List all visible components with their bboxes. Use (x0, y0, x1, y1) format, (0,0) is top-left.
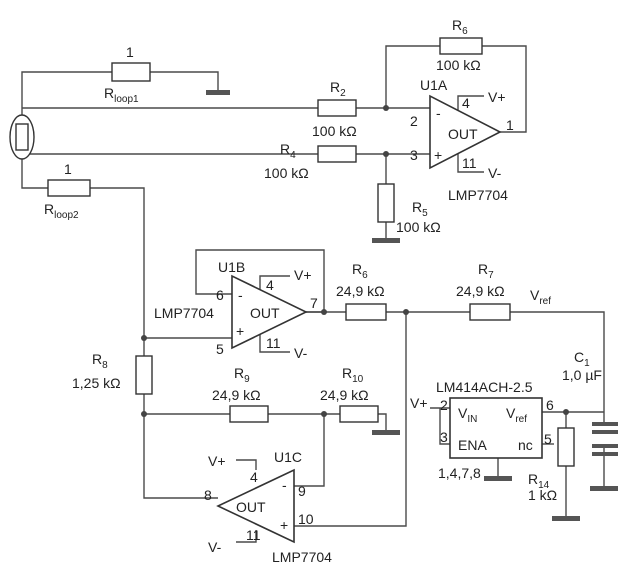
svg-text:R8: R8 (92, 351, 108, 371)
svg-text:6: 6 (216, 287, 224, 303)
svg-text:8: 8 (204, 487, 212, 503)
resistor-r7: R7 24,9 kΩ (456, 261, 511, 321)
svg-text:V+: V+ (294, 267, 312, 283)
svg-text:4: 4 (462, 95, 470, 111)
resistor-r6-feedback: R6 100 kΩ (436, 17, 483, 73)
svg-text:+: + (280, 517, 288, 533)
svg-text:100 kΩ: 100 kΩ (264, 165, 309, 181)
voltage-reference: LM414ACH-2.5 VIN Vref ENA nc 2 3 6 5 1,4… (410, 379, 554, 481)
svg-text:5: 5 (216, 341, 224, 357)
svg-text:R4: R4 (280, 141, 296, 161)
svg-text:-: - (238, 287, 243, 303)
resistor-rloop2: 1 Rloop2 (44, 161, 91, 221)
svg-text:nc: nc (518, 437, 533, 453)
svg-text:100 kΩ: 100 kΩ (396, 219, 441, 235)
svg-text:R6: R6 (352, 261, 368, 281)
svg-text:OUT: OUT (448, 126, 478, 142)
svg-text:24,9 kΩ: 24,9 kΩ (212, 387, 261, 403)
opamp-part: LMP7704 (154, 305, 214, 321)
svg-text:1: 1 (64, 161, 72, 177)
vref-label: Vref (530, 287, 551, 307)
opamp-u1b: U1B - + OUT 6 5 7 4 11 V+ V- LMP7704 (154, 259, 318, 361)
svg-text:R7: R7 (478, 261, 494, 281)
svg-text:VIN: VIN (458, 405, 477, 425)
opamp-label: U1A (420, 77, 448, 93)
svg-text:V-: V- (488, 165, 502, 181)
svg-text:100 kΩ: 100 kΩ (436, 57, 481, 73)
resistor-rloop1: 1 Rloop1 (104, 44, 151, 105)
svg-text:1: 1 (506, 117, 514, 133)
opamp-part: LMP7704 (272, 549, 332, 565)
svg-text:R6: R6 (452, 17, 468, 37)
svg-text:-: - (436, 105, 441, 121)
svg-text:Rloop2: Rloop2 (44, 201, 79, 221)
svg-text:100 kΩ: 100 kΩ (312, 123, 357, 139)
supply-label: V+ (410, 395, 428, 411)
svg-text:R14: R14 (528, 471, 550, 491)
resistor-r10: R10 24,9 kΩ (320, 365, 379, 423)
capacitor-c1: C1 1,0 µF (562, 349, 618, 456)
svg-text:1 kΩ: 1 kΩ (528, 487, 557, 503)
svg-text:1: 1 (126, 44, 134, 60)
svg-text:R9: R9 (234, 365, 250, 385)
resistor-r6-output: R6 24,9 kΩ (336, 261, 387, 321)
svg-text:R2: R2 (330, 79, 346, 99)
opamp-label: U1C (274, 449, 302, 465)
resistor-r14: R14 1 kΩ (528, 427, 575, 503)
resistor-r8: R8 1,25 kΩ (72, 351, 153, 395)
svg-text:24,9 kΩ: 24,9 kΩ (320, 387, 369, 403)
svg-text:V+: V+ (488, 89, 506, 105)
svg-text:11: 11 (246, 527, 261, 543)
svg-text:OUT: OUT (236, 499, 266, 515)
ground-symbols (206, 90, 618, 521)
resistor-r5: R5 100 kΩ (377, 183, 441, 235)
svg-text:5: 5 (544, 431, 552, 447)
resistor-r2: R2 100 kΩ (312, 79, 357, 139)
svg-text:C1: C1 (574, 349, 590, 369)
svg-text:R10: R10 (342, 365, 364, 385)
opamp-u1c: U1C - + OUT 9 10 8 4 11 V+ V- LMP7704 (204, 449, 332, 565)
opamp-u1a: U1A - + OUT 2 3 1 4 11 V+ V- LMP7704 (410, 77, 514, 203)
svg-text:4: 4 (250, 469, 258, 485)
svg-text:V+: V+ (208, 453, 226, 469)
svg-text:11: 11 (462, 155, 477, 171)
svg-text:+: + (236, 323, 244, 339)
svg-text:24,9 kΩ: 24,9 kΩ (336, 283, 385, 299)
opamp-part: LMP7704 (448, 187, 508, 203)
wires (21, 45, 605, 543)
svg-text:Vref: Vref (506, 405, 527, 425)
svg-text:1,4,7,8: 1,4,7,8 (438, 465, 481, 481)
svg-text:3: 3 (410, 147, 418, 163)
svg-text:1,25 kΩ: 1,25 kΩ (72, 375, 121, 391)
junctions (141, 105, 569, 417)
svg-text:11: 11 (266, 335, 281, 351)
resistor-r4: R4 100 kΩ (264, 141, 357, 181)
svg-text:1,0 µF: 1,0 µF (562, 367, 602, 383)
svg-text:6: 6 (546, 397, 554, 413)
resistor-r9: R9 24,9 kΩ (212, 365, 269, 423)
svg-text:10: 10 (298, 511, 314, 527)
svg-text:V-: V- (208, 539, 222, 555)
svg-text:2: 2 (440, 397, 448, 413)
svg-text:2: 2 (410, 113, 418, 129)
svg-text:ENA: ENA (458, 437, 487, 453)
svg-text:7: 7 (310, 295, 318, 311)
svg-text:-: - (282, 477, 287, 493)
svg-text:3: 3 (440, 429, 448, 445)
svg-text:9: 9 (298, 483, 306, 499)
svg-text:R5: R5 (412, 199, 428, 219)
svg-text:+: + (434, 147, 442, 163)
reference-part: LM414ACH-2.5 (436, 379, 533, 395)
opamp-label: U1B (218, 259, 245, 275)
svg-text:24,9 kΩ: 24,9 kΩ (456, 283, 505, 299)
svg-text:OUT: OUT (250, 305, 280, 321)
sensor-element (9, 114, 35, 160)
svg-text:Rloop1: Rloop1 (104, 85, 139, 105)
svg-text:V-: V- (294, 345, 308, 361)
svg-text:4: 4 (266, 277, 274, 293)
